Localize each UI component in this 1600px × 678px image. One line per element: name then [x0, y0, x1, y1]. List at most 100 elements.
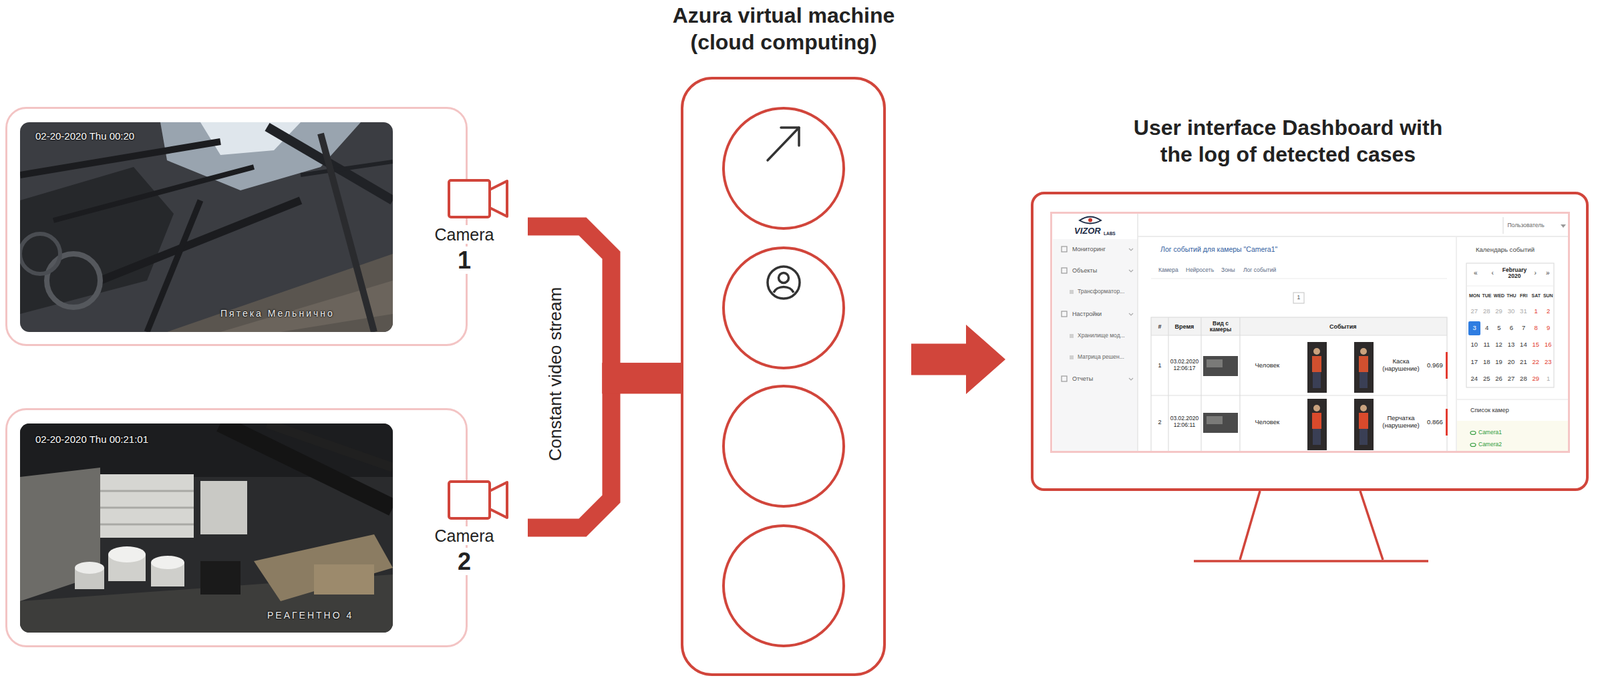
person-icon [778, 273, 789, 284]
calendar-day: 28 [1483, 307, 1491, 316]
vm-panel: Azura virtual machine (cloud computing) [680, 76, 912, 677]
menu-item: Объекты [1072, 267, 1097, 274]
panel-title: User interface Dashboard with the log of… [1124, 114, 1452, 168]
camera-photo [220, 423, 393, 508]
dashboard-screenshot [1051, 213, 1570, 453]
dashboard-screenshot [1313, 404, 1321, 412]
dashboard-screenshot [1307, 398, 1327, 451]
calendar-day: 31 [1519, 307, 1528, 316]
calendar-weekday: SAT [1531, 293, 1541, 299]
camera-icon [448, 481, 490, 519]
calendar-day: 1 [1546, 375, 1550, 383]
dashboard-screenshot [1052, 213, 1568, 451]
tab: Зоны [1221, 267, 1236, 274]
camera-photo [20, 167, 174, 314]
camera-photo [108, 546, 146, 563]
camera-photo [20, 141, 221, 176]
calendar-day: 26 [1495, 375, 1503, 383]
stream-bracket [602, 362, 682, 394]
camera-photo [100, 490, 194, 493]
calendar-day: 3 [1473, 324, 1477, 333]
calendar-day: 25 [1483, 375, 1491, 383]
dashboard-screenshot [1203, 356, 1238, 377]
connector [911, 324, 1006, 395]
dashboard-screenshot [1457, 420, 1568, 451]
camera-photo [20, 423, 393, 633]
dashboard-screenshot [1312, 372, 1321, 389]
dashboard-screenshot [1079, 217, 1101, 224]
dashboard-screenshot [1457, 398, 1568, 400]
page-number: 1 [1297, 294, 1301, 302]
table-cell: 2 [1158, 418, 1162, 426]
dashboard-screenshot [1502, 217, 1504, 234]
camera-photo [320, 133, 375, 333]
dashboard-screenshot [1312, 412, 1322, 429]
stream-bracket [602, 362, 682, 394]
camera-photo [53, 167, 254, 221]
page-heading: Лог событий для камеры "Camera1" [1160, 245, 1278, 254]
dashboard-screenshot [1468, 321, 1481, 336]
monitor-stand [1239, 491, 1260, 560]
calendar-day: 30 [1507, 307, 1516, 316]
dashboard-screenshot [1061, 311, 1067, 317]
vm-panel-outline [680, 76, 912, 677]
camera-photo [46, 253, 101, 308]
tab: Лог событий [1243, 267, 1276, 274]
dashboard-screenshot [1359, 428, 1368, 445]
dashboard-screenshot [1312, 428, 1321, 445]
dashboard-screenshot [1206, 416, 1223, 425]
calendar-day: 24 [1471, 375, 1479, 383]
calendar-day: 7 [1521, 324, 1526, 333]
table-cell: 0.866 [1426, 418, 1444, 427]
calendar-day: 17 [1471, 358, 1479, 367]
calendar-month: February 2020 [1499, 267, 1530, 280]
calendar-day: 8 [1534, 324, 1538, 333]
table-cell: 03.02.2020 12:06:11 [1167, 415, 1202, 429]
calendar-day: 12 [1495, 341, 1503, 349]
panel-heading: Список камер [1470, 406, 1510, 414]
dashboard-screenshot [1151, 317, 1448, 452]
calendar-day: 13 [1507, 341, 1516, 349]
calendar-day: 29 [1495, 307, 1503, 316]
calendar-nav: › [1534, 269, 1537, 278]
user-menu: Пользователь [1507, 222, 1545, 230]
menu-item: Отчеты [1072, 375, 1093, 383]
tab: Камера [1158, 267, 1179, 274]
table-header: Время [1175, 323, 1195, 331]
dashboard-screenshot [1061, 267, 1067, 274]
camera-photo [20, 122, 393, 333]
calendar-weekday: THU [1506, 293, 1516, 299]
dashboard-screenshot [1466, 263, 1554, 388]
menu-item: Матрица решен... [1077, 354, 1125, 361]
monitor-stand [1193, 491, 1429, 562]
dashboard-screenshot [1151, 394, 1448, 396]
calendar-day: 21 [1519, 358, 1528, 367]
photo-caption: Пятека Мельнично [220, 307, 335, 319]
module-circle [723, 525, 844, 647]
block-arrow [911, 324, 1006, 395]
table-header: Вид с камеры [1202, 320, 1239, 334]
dashboard-screenshot [1239, 317, 1240, 452]
calendar-day: 20 [1507, 358, 1516, 367]
calendar-day: 19 [1495, 358, 1503, 367]
calendar-day: 11 [1483, 341, 1490, 349]
calendar-weekday: FRI [1519, 293, 1528, 299]
camera-photo [100, 523, 194, 526]
menu-item: Хранилище мод... [1077, 332, 1126, 340]
panel-title: Azura virtual machine (cloud computing) [653, 2, 914, 56]
calendar-day: 16 [1544, 341, 1552, 349]
camera-icon [448, 180, 490, 218]
dashboard-screenshot [1360, 404, 1367, 412]
table-cell: Человек [1255, 418, 1280, 427]
dashboard-screenshot [1445, 352, 1448, 379]
dashboard-screenshot [1293, 292, 1305, 304]
calendar-day: 23 [1544, 358, 1552, 367]
camera-photo [313, 564, 375, 595]
camera-photo [200, 481, 248, 535]
dashboard-screenshot [1354, 342, 1374, 393]
calendar-day: 15 [1532, 341, 1540, 349]
dashboard-screenshot [1313, 348, 1321, 355]
calendar-day: 27 [1471, 307, 1479, 316]
camera-photo [200, 561, 241, 595]
table-header: # [1158, 323, 1162, 331]
